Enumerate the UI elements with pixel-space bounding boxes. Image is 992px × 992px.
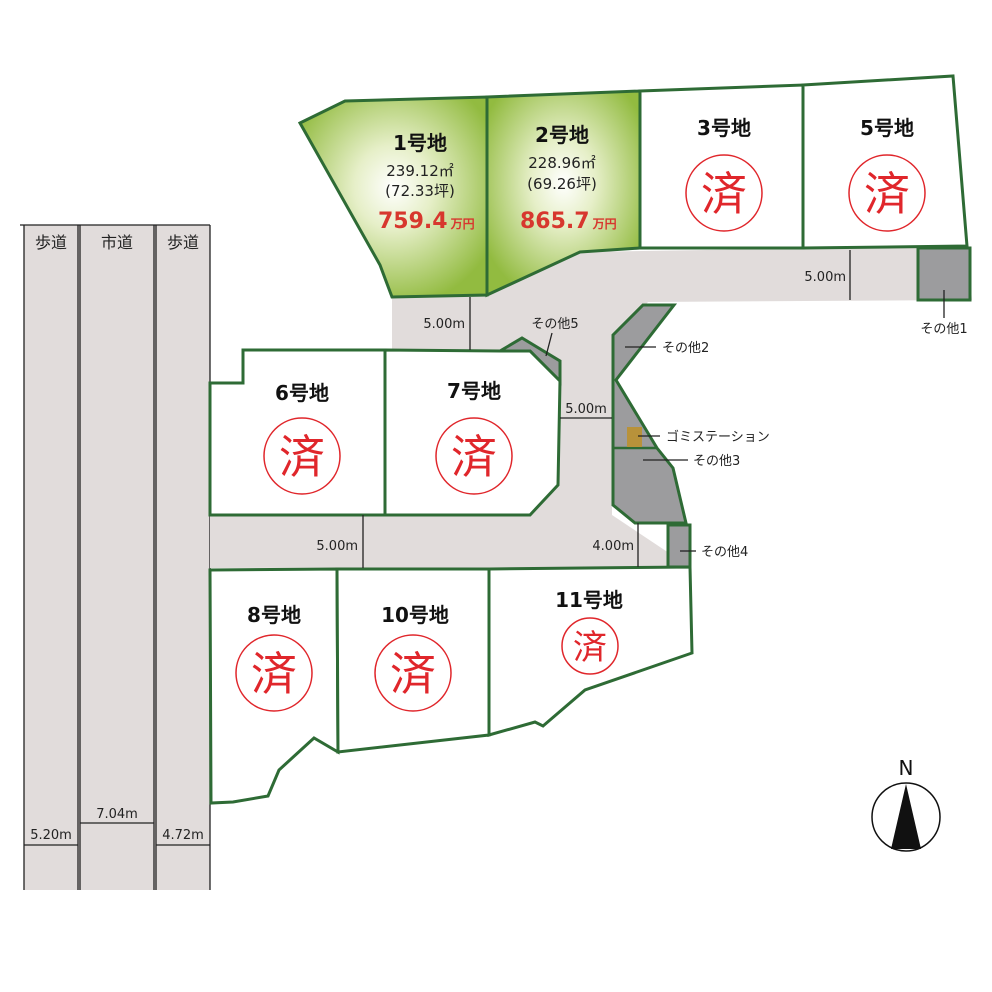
sold-stamp — [235, 634, 313, 712]
other-parcel-2-3 — [611, 303, 688, 525]
lot-5-labels: 5号地 済 — [848, 116, 926, 232]
other-1-label: その他1 — [920, 322, 967, 337]
road-surface — [24, 225, 210, 890]
lot-1-tsubo: (72.33坪) — [385, 182, 455, 200]
sold-stamp — [685, 154, 763, 232]
lot-11[interactable] — [487, 565, 694, 737]
lot-8-labels: 8号地 済 — [235, 603, 313, 712]
sold-mark: 済 — [864, 167, 910, 221]
garbage-station — [627, 427, 642, 447]
lot-10-title: 10号地 — [381, 603, 449, 627]
lot-1-title: 1号地 — [393, 131, 447, 155]
lot-2[interactable] — [485, 89, 642, 298]
frontage-roads: 歩道 市道 歩道 5.20m 7.04m 4.72m — [20, 224, 211, 890]
width-lower: 5.00m — [316, 539, 358, 554]
lot-2-tsubo: (69.26坪) — [527, 175, 597, 193]
width-right: 4.72m — [162, 828, 204, 843]
lot-10-labels: 10号地 済 — [374, 603, 452, 712]
leader-line — [545, 332, 553, 357]
compass-circle-icon — [871, 782, 941, 852]
sold-stamp — [435, 417, 513, 495]
lot-11-title: 11号地 — [555, 588, 623, 612]
sold-mark: 済 — [451, 430, 497, 484]
north-compass: N — [871, 756, 941, 852]
sold-stamp — [561, 617, 619, 675]
other-4-label: その他4 — [701, 545, 748, 560]
lot-3-labels: 3号地 済 — [685, 116, 763, 232]
width-left: 5.20m — [30, 828, 72, 843]
other-3-label: その他3 — [693, 454, 740, 469]
lot-7-labels: 7号地 済 — [435, 379, 513, 495]
sidewalk-right-label: 歩道 — [167, 233, 199, 252]
sold-stamp — [848, 154, 926, 232]
north-label: N — [899, 756, 914, 780]
lot-6-labels: 6号地 済 — [263, 381, 341, 495]
other-5-label: その他5 — [531, 317, 578, 332]
sold-mark: 済 — [251, 647, 297, 701]
width-mid: 7.04m — [96, 807, 138, 822]
garbage-station-label: ゴミステーション — [666, 429, 770, 445]
sold-mark: 済 — [390, 647, 436, 701]
lot-7-title: 7号地 — [447, 379, 501, 403]
width-small: 4.00m — [592, 539, 634, 554]
other-2-label: その他2 — [662, 341, 709, 356]
lot-2-title: 2号地 — [535, 123, 589, 147]
sidewalk-left-label: 歩道 — [35, 233, 67, 252]
city-road-label: 市道 — [101, 233, 133, 252]
lot-8-title: 8号地 — [247, 603, 301, 627]
width-middle: 5.00m — [565, 402, 607, 417]
sold-mark: 済 — [701, 167, 747, 221]
north-arrow-icon — [891, 784, 921, 849]
lot-7[interactable] — [383, 348, 562, 517]
sold-stamp — [263, 417, 341, 495]
lot-2-area: 228.96㎡ — [528, 154, 596, 172]
lot-5[interactable] — [801, 74, 969, 250]
sold-mark: 済 — [573, 628, 607, 668]
lot-11-labels: 11号地 済 — [555, 588, 623, 675]
lot-5-title: 5号地 — [860, 116, 914, 140]
width-top: 5.00m — [804, 270, 846, 285]
lot-6-title: 6号地 — [275, 381, 329, 405]
lot-3-title: 3号地 — [697, 116, 751, 140]
sold-mark: 済 — [279, 430, 325, 484]
lot-1-area: 239.12㎡ — [386, 162, 454, 180]
other-parcel-4 — [666, 523, 692, 569]
sold-stamp — [374, 634, 452, 712]
width-upper: 5.00m — [423, 317, 465, 332]
